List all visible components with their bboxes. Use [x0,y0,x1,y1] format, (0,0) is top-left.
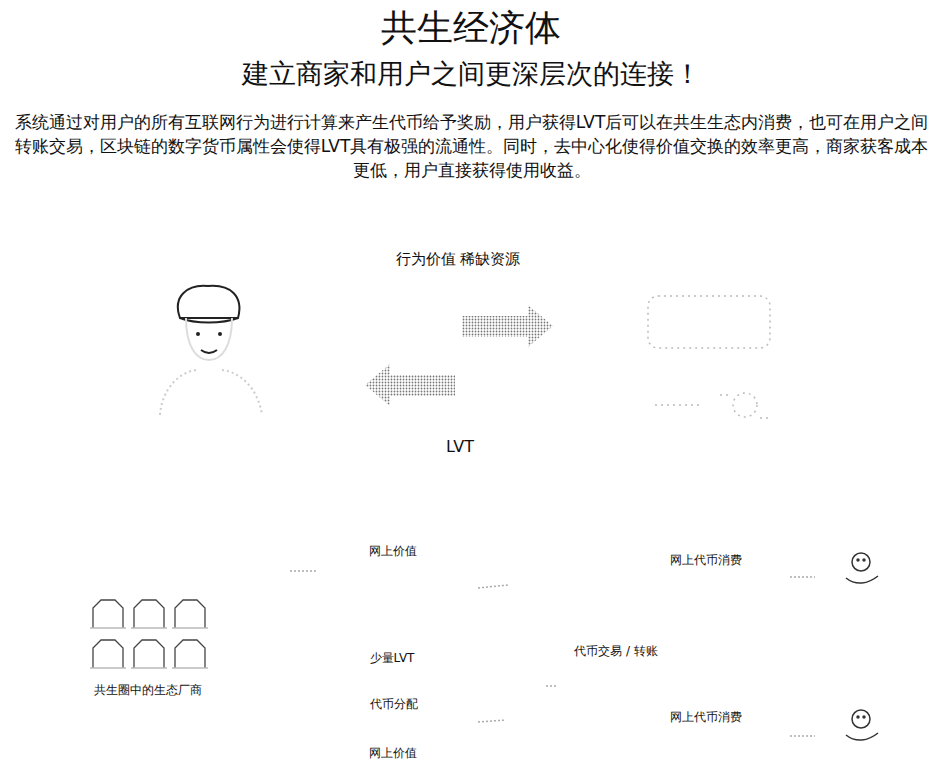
title: 共生经济体 [381,6,561,50]
flow-label: 网上价值 [369,543,417,559]
flow-label: 行为价值 稀缺资源 [396,249,521,269]
factory-icons [134,640,164,668]
user-icon [857,716,859,718]
flow-label: 少量LVT [370,650,415,666]
user-icon [863,559,865,561]
flow-label: 网上代币消费 [670,552,742,568]
user-figure [201,350,217,353]
flow-dash [478,585,508,588]
user-icon [863,716,865,718]
group-label: 共生圈中的生态厂商 [94,682,202,698]
factory-icons [93,640,123,668]
flow-label: 网上代币消费 [670,709,742,725]
factory-icons [134,600,164,628]
flow-label: 代币分配 [370,696,418,712]
user-figure [180,318,238,323]
factory-icons [90,628,208,668]
flow-dash [546,685,556,687]
factory-icons [93,600,123,628]
user-icon [852,553,870,571]
flow-dash [790,735,815,737]
flow-dash [790,576,815,578]
flow-dash [478,720,506,722]
user-figure [160,370,262,415]
flow-label: 代币交易 / 转账 [574,643,658,659]
factory-icons [90,600,208,668]
merchant-figure [733,393,757,417]
user-icon [857,559,859,561]
dotted-arrow [365,305,553,406]
user-figure [160,286,262,415]
merchant-figure [760,417,770,419]
merchant-figure [655,395,730,405]
flow-dash [290,571,815,736]
user-icon [846,576,878,583]
subtitle: 建立商家和用户之间更深层次的连接！ [242,56,701,91]
factory-icons [175,600,205,628]
dotted-arrow [365,364,455,406]
description: 系统通过对用户的所有互联网行为进行计算来产生代币给予奖励，用户获得LVT后可以在… [10,110,933,182]
flow-label: 网上价值 [369,745,417,761]
merchant-figure [648,296,770,418]
user-icon [846,733,878,740]
flow-label: LVT [446,436,474,457]
user-figure [178,286,239,318]
factory-icons [175,640,205,668]
user-icon [846,553,878,740]
user-figure [186,318,232,360]
flow-dash [290,570,318,572]
user-figure [218,332,222,336]
merchant-figure [648,296,770,348]
dotted-arrow [462,305,553,347]
user-figure [196,332,200,336]
user-icon [852,710,870,728]
